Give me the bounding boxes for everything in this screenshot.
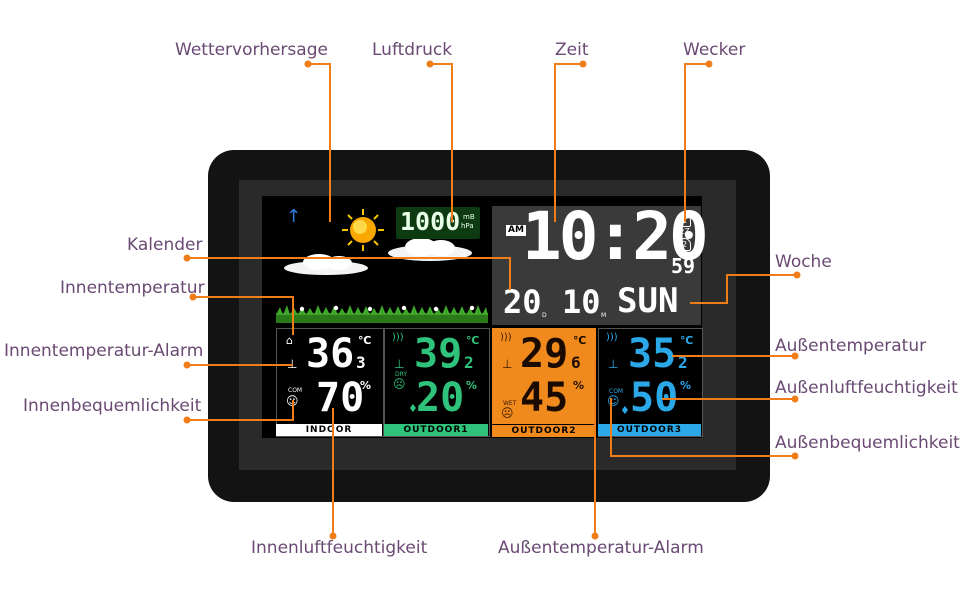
signal-icon: ))) <box>392 332 404 343</box>
label-forecast: Wettervorhersage <box>175 40 328 60</box>
pressure-display <box>396 207 480 239</box>
outdoor1-temp-value: 39 <box>414 331 463 377</box>
outdoor2-humidity-unit: % <box>573 379 585 392</box>
label-indoor-temp: Innentemperatur <box>60 278 205 298</box>
alarm-2-icon: 2 <box>678 238 691 251</box>
comfort-label: WET <box>503 400 517 407</box>
outdoor1-temp-decimal: 2 <box>464 353 474 372</box>
label-outdoor-temp: Außentemperatur <box>775 336 927 356</box>
comfort-label: COM <box>288 387 303 394</box>
label-calendar: Kalender <box>127 235 203 255</box>
label-indoor-comfort: Innenbequemlichkeit <box>23 396 202 416</box>
label-time: Zeit <box>555 40 589 60</box>
seconds-value: 59 <box>671 254 696 278</box>
outdoor2-label: OUTDOOR2 <box>492 424 596 437</box>
day-marker: D <box>542 312 547 319</box>
label-outdoor-temp-alarm: Außentemperatur-Alarm <box>498 538 704 558</box>
pressure-value: 1000 <box>400 207 461 236</box>
indoor-temp-decimal: 3 <box>356 353 366 372</box>
time-value: 10:20 <box>522 198 709 275</box>
label-alarm: Wecker <box>683 40 746 60</box>
label-outdoor-humidity: Außenluftfeuchtigkeit <box>775 378 958 398</box>
outdoor2-humidity-value: 45 <box>520 375 569 421</box>
thermometer-icon: ⊥ <box>394 357 405 371</box>
sun-icon <box>342 209 384 251</box>
panel-outdoor3 <box>598 328 703 437</box>
month-marker: M <box>601 312 607 319</box>
trend-arrow-icon: ↑ <box>286 206 302 227</box>
day-value: 20 <box>503 283 542 321</box>
outdoor1-temp-unit: ℃ <box>466 334 480 347</box>
signal-icon: ))) <box>500 332 512 343</box>
outdoor1-humidity-unit: % <box>466 379 478 392</box>
label-indoor-temp-alarm: Innentemperatur-Alarm <box>4 341 204 361</box>
label-pressure: Luftdruck <box>372 40 453 60</box>
label-week: Woche <box>775 252 832 272</box>
signal-icon: ))) <box>606 332 618 343</box>
clock-display <box>492 206 701 325</box>
indoor-temp-value: 36 <box>306 331 355 377</box>
indoor-label: INDOOR <box>276 424 382 436</box>
outdoor3-temp-decimal: 2 <box>678 353 688 372</box>
pressure-unit-mb: mB <box>463 213 475 221</box>
outdoor3-temp-unit: ℃ <box>680 334 694 347</box>
outdoor1-humidity-value: 20 <box>416 375 465 421</box>
indoor-temp-unit: ℃ <box>358 334 372 347</box>
comfort-label: DRY <box>395 371 408 378</box>
panel-outdoor2 <box>492 328 596 435</box>
outdoor3-humidity-unit: % <box>680 379 692 392</box>
drop-icon: ♦ <box>408 402 418 415</box>
outdoor1-label: OUTDOOR1 <box>384 424 488 436</box>
comfort-face-icon: ☹ <box>501 406 514 420</box>
label-indoor-humidity: Innenluftfeuchtigkeit <box>251 538 428 558</box>
grass-scene <box>276 305 488 323</box>
snooze-icon: zZ <box>680 227 690 236</box>
weekday-value: SUN <box>617 281 679 321</box>
thermometer-icon: ⊥ <box>502 357 513 371</box>
outdoor2-temp-unit: ℃ <box>573 334 587 347</box>
outdoor2-temp-decimal: 6 <box>571 353 581 372</box>
indoor-humidity-value: 70 <box>316 375 365 421</box>
drop-icon: ♦ <box>620 404 630 417</box>
pressure-unit-hpa: hPa <box>461 222 474 230</box>
month-value: 10 <box>562 283 601 321</box>
outdoor2-temp-value: 29 <box>520 331 569 377</box>
outdoor3-label: OUTDOOR3 <box>598 424 701 436</box>
panel-outdoor1 <box>384 328 490 437</box>
ampm-indicator: AM <box>506 225 526 236</box>
thermometer-icon: ⊥ <box>608 357 619 371</box>
label-outdoor-comfort: Außenbequemlichkeit <box>775 433 960 453</box>
indoor-humidity-unit: % <box>360 379 372 392</box>
panel-indoor <box>276 328 384 437</box>
comfort-label: COM <box>609 388 624 395</box>
comfort-face-icon: ☹ <box>393 377 406 391</box>
house-icon: ⌂ <box>286 334 293 347</box>
outdoor3-temp-value: 35 <box>628 331 677 377</box>
